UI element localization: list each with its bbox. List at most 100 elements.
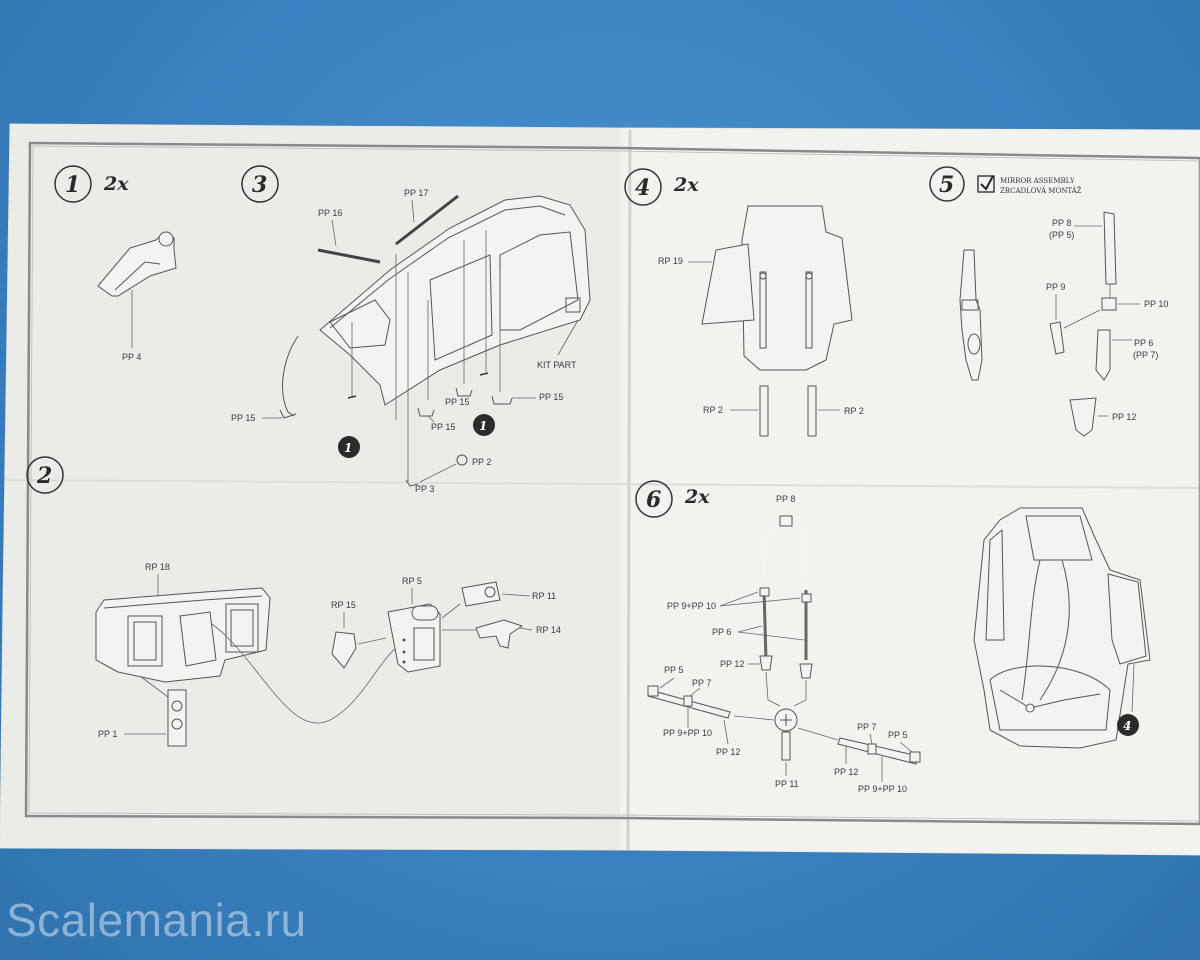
leader-line [419,463,457,483]
part-pp15-handle [455,387,473,397]
pp12-clip [759,655,773,671]
part-pp10 [1101,297,1117,311]
leader-line [869,733,873,745]
rp5-knob [402,650,406,654]
step-number: 2 [36,463,52,489]
pp7-buckle-right [867,743,877,755]
step-circle [26,456,64,494]
dashboard-panel-left-inner [133,621,157,661]
leader-line [1131,663,1135,713]
label-s5-pp9: PP 9 [1046,282,1065,292]
label-s6-pp12: PP 12 [720,659,744,669]
part-pp16-wiper [317,248,381,264]
label-pp16: PP 16 [318,208,342,218]
label-pp4: PP 4 [122,352,141,362]
label-s5-pp7: (PP 7) [1133,350,1158,360]
cab-vent [565,297,581,313]
dashboard-top [103,595,263,609]
rp5-face [413,627,435,661]
label-rp19: RP 19 [658,256,683,266]
harness-guide-line [793,680,807,707]
part-pp2 [456,454,468,466]
step-number: 4 [635,175,650,201]
leader-line [719,597,801,607]
page-border-inner [28,145,1200,822]
label-s6-pp8: PP 8 [776,494,795,504]
strap-end [967,333,981,355]
seat-left-panel [985,528,1005,641]
step-circle [929,166,965,202]
cab-front-window [329,299,391,349]
part-rp19 [701,243,755,325]
leader-line [659,677,675,689]
label-s5-pp8: PP 8 [1052,218,1071,228]
pp1-dial [171,718,183,730]
leader-line [689,687,701,697]
label-s6-pp9pp10-left: PP 9+PP 10 [663,728,712,738]
label-s5-pp6: PP 6 [1134,338,1153,348]
assembled-seat-back [973,507,1151,749]
leader-line [899,741,913,753]
pp8-buckle [779,515,793,527]
ref-number: 1 [344,441,352,455]
label-s6-pp5-right: PP 5 [888,730,907,740]
part-pp4-crease [114,261,161,291]
leader-line [797,727,839,741]
label-s5-pp10: PP 10 [1144,299,1168,309]
part-pp6-strap [1095,329,1111,381]
dashboard-binnacle [179,611,217,667]
part-pp15-handle [282,335,299,417]
rp5-knob [402,638,406,642]
pp9-pp10-buckle [759,587,770,597]
label-s6-pp7-right: PP 7 [857,722,876,732]
leader-line [737,631,805,641]
cab-door-window [429,254,493,361]
step-multiplier: 2x [684,486,710,508]
label-s6-pp9pp10: PP 9+PP 10 [667,601,716,611]
part-pp12-clip [1069,397,1097,437]
step-circle [54,165,92,203]
label-rp2-right: RP 2 [844,406,864,416]
step-number: 3 [252,172,267,198]
leader-line [357,637,387,645]
seat-strap-right [805,271,813,349]
seat-strap-left [759,271,767,349]
harness-strap-left [762,589,768,661]
seat-headrest [1025,515,1093,561]
step-3: 3 PP 17 PP 16 KIT PART PP 15 PP 15 P [231,165,591,494]
rp11-lens [484,586,496,598]
small-arrow [479,372,489,376]
part-seat-outline [741,205,853,371]
label-pp3: PP 3 [415,484,434,494]
part-rp14 [475,619,524,649]
label-s6-pp9pp10-right: PP 9+PP 10 [858,784,907,794]
leader-line [733,715,775,721]
step-number: 5 [939,172,954,198]
ref-circle-4 [1117,714,1139,736]
ref-number: 4 [1123,719,1131,733]
seat-cushion [989,665,1111,731]
ref-number: 1 [479,419,487,433]
leader-line [1063,309,1101,329]
strap-buckle [961,299,979,311]
part-rp2-left [759,385,769,437]
pp7-buckle-left [683,695,693,707]
label-pp1: PP 1 [98,729,117,739]
cab-windshield [329,205,566,329]
step-multiplier: 2x [673,174,699,196]
part-rp15 [331,631,357,669]
watermark-text: Scalemania.ru [6,894,307,946]
part-pp3 [405,479,419,487]
step-4: 4 2x RP 19 RP 2 RP 2 [624,168,864,437]
buckle-cross [780,714,792,726]
label-s6-pp12-left: PP 12 [716,747,740,757]
mirror-note-line1: MIRROR ASSEMBLY [1000,177,1075,185]
part-pp15-handle [491,395,513,405]
seat-side-panel [1107,573,1147,665]
part-pp8-strap [1103,211,1117,285]
leader-line [411,199,415,223]
page-border [24,141,1200,826]
part-rp2-right [807,385,817,437]
label-s6-pp7-left: PP 7 [692,678,711,688]
seat-harness-lap [999,689,1101,709]
